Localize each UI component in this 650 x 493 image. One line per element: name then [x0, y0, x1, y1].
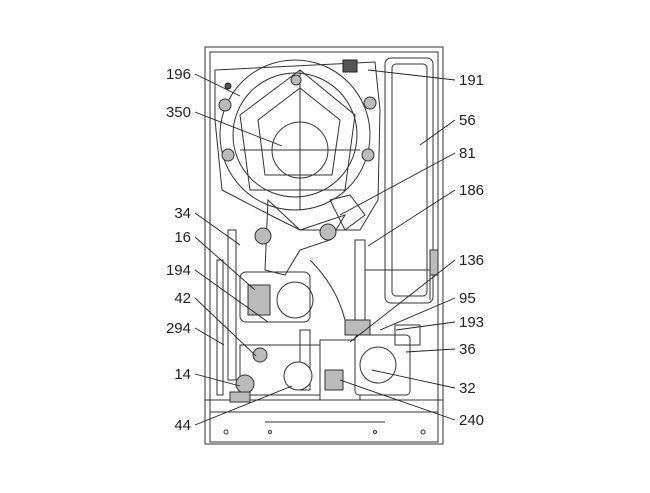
callout-32: 32 [459, 380, 476, 397]
callout-194: 194 [166, 262, 191, 279]
fan-assembly [239, 194, 366, 323]
leader-lines [194, 69, 456, 426]
hydraulic-block [229, 319, 421, 403]
expansion-vessel [384, 57, 439, 304]
callout-44: 44 [174, 417, 191, 434]
callout-14: 14 [174, 366, 191, 383]
callout-16: 16 [174, 229, 191, 246]
callout-81: 81 [459, 145, 476, 162]
callout-36: 36 [459, 341, 476, 358]
callout-42: 42 [174, 290, 191, 307]
callout-95: 95 [459, 290, 476, 307]
heat-exchanger [214, 59, 381, 231]
callout-186: 186 [459, 182, 484, 199]
callout-350: 350 [166, 104, 191, 121]
callouts-left: 196 350 34 16 194 42 294 14 44 [166, 66, 191, 434]
pipework [216, 229, 431, 396]
callout-34: 34 [174, 205, 191, 222]
callout-191: 191 [459, 72, 484, 89]
callouts-right: 191 56 81 186 136 95 193 36 32 240 [459, 72, 484, 429]
callout-136: 136 [459, 252, 484, 269]
callout-240: 240 [459, 412, 484, 429]
callout-196: 196 [166, 66, 191, 83]
callout-294: 294 [166, 320, 191, 337]
callout-193: 193 [459, 314, 484, 331]
callout-56: 56 [459, 112, 476, 129]
